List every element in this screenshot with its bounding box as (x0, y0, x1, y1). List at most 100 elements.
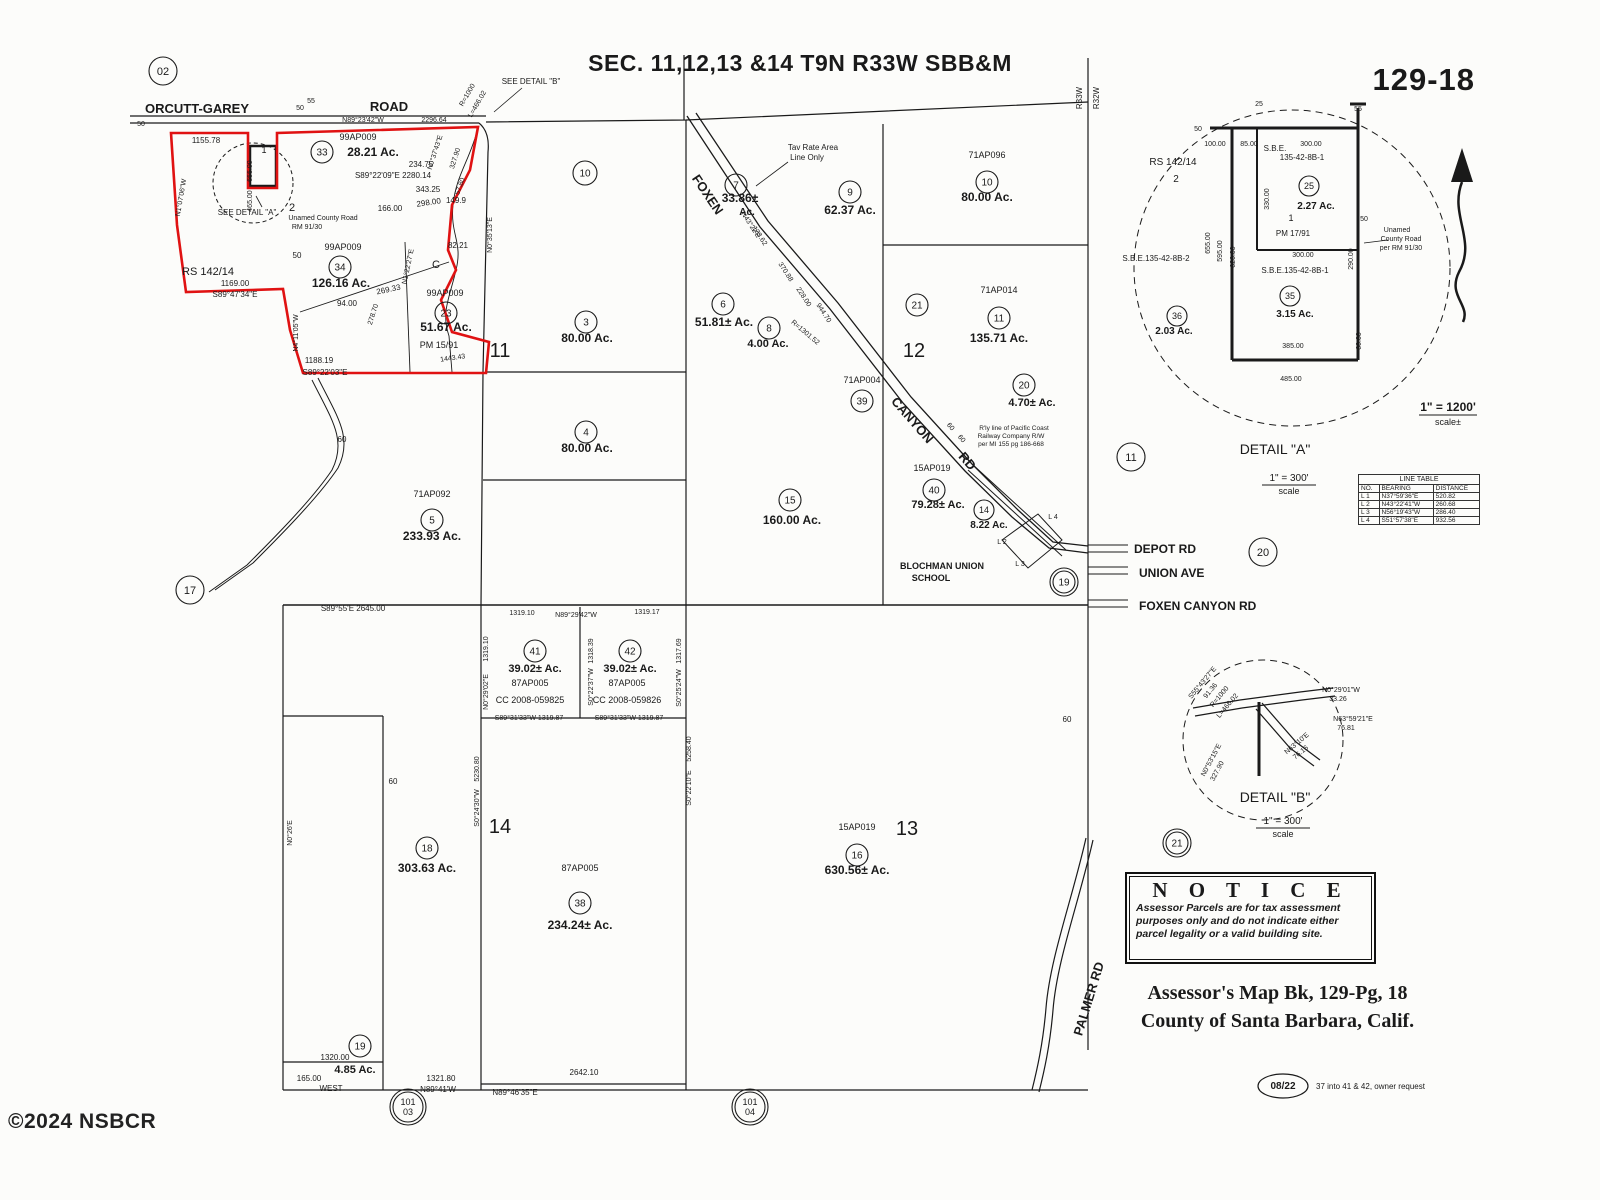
map-label: 82.21 (448, 241, 469, 250)
map-label: 71AP092 (413, 489, 450, 499)
map-label: R'ly line of Pacific Coast (979, 425, 1049, 432)
line-table-cell: L 4 (1358, 516, 1380, 525)
map-label: 135-42-8B-1 (1280, 153, 1325, 162)
scale-underlines (1256, 414, 1477, 829)
section-label-14: 14 (489, 816, 511, 838)
map-label: N1°22'27"E (400, 248, 415, 285)
county-line: County of Santa Barbara, Calif. (1140, 1010, 1415, 1032)
map-label: 60 (945, 422, 955, 433)
parcel-number: 15 (784, 496, 796, 507)
north-arrow (1451, 148, 1473, 323)
map-label: 1319.17 (634, 609, 659, 616)
parcel-circle-17: 17 (175, 575, 205, 605)
map-label: 330.00 (1264, 188, 1271, 210)
map-label: 1169.00 (221, 279, 250, 288)
map-label: Unamed (1384, 227, 1411, 234)
parcel-circle-42: 42 (618, 639, 642, 663)
map-label: 87AP005 (511, 678, 548, 688)
map-label: 1443.43 (440, 353, 466, 363)
map-label: L 4 (1048, 514, 1058, 521)
inner-parcel-boundaries (299, 127, 479, 373)
map-label: RS 142/14 (182, 266, 234, 278)
line-table-cell: N56°19'43"W (1378, 508, 1434, 517)
map-label: N89°46'35"E (492, 1088, 537, 1097)
map-label: N0°37'43"E (426, 134, 445, 171)
line-table-header-cell: BEARING (1378, 484, 1434, 493)
notice-box: N O T I C E Assessor Parcels are for tax… (1125, 872, 1376, 964)
parcel-circle-4: 4 (574, 420, 598, 444)
map-label: 160.00 Ac. (763, 513, 821, 527)
map-label: 87AP005 (561, 863, 598, 873)
map-label: 39.02± Ac. (508, 663, 561, 675)
road-label-road: ROAD (370, 99, 408, 114)
map-label: 28.21 Ac. (347, 145, 399, 159)
parcel-number: 34 (334, 263, 346, 274)
map-label: S.B.E.135-42-8B-1 (1261, 266, 1329, 275)
map-label: S0°22'10"E (685, 770, 693, 806)
map-label: 278.70 (367, 303, 380, 326)
map-label: 303.63 Ac. (398, 861, 456, 875)
road-label-union-ave: UNION AVE (1139, 566, 1204, 580)
revision-date: 08/22 (1270, 1081, 1295, 1092)
parcel-number: 19 (1058, 578, 1070, 589)
parcel-circle-14: 14 (973, 499, 995, 521)
map-label: WEST (319, 1084, 342, 1093)
parcel-number: 17 (184, 585, 196, 597)
map-label: 1 (261, 145, 266, 155)
map-label: 5258.40 (686, 736, 693, 761)
map-label: 8.22 Ac. (970, 520, 1008, 531)
parcel-circle-8: 8 (757, 316, 781, 340)
parcel-number: 19 (354, 1042, 366, 1053)
parcel-circle-10: 10 (975, 170, 999, 194)
railway-and-school-site (967, 463, 1067, 569)
map-label: S0°24'30"W (473, 789, 481, 827)
parcel-circle-21: 21 (1162, 828, 1192, 858)
parcel-circle-9: 9 (838, 180, 862, 204)
map-label: 15AP019 (838, 822, 875, 832)
map-label: 1319.10 (483, 636, 490, 661)
map-label: Unamed County Road (288, 215, 357, 222)
map-label: 595.00 (1217, 240, 1224, 262)
map-label: 80.00 Ac. (961, 190, 1013, 204)
map-label: 94.00 (337, 299, 358, 308)
parcel-number: 18 (421, 844, 433, 855)
parcel-number: 10 (981, 178, 993, 189)
parcel-number: 35 (1285, 291, 1295, 301)
map-label: 1" = 300' (1263, 816, 1302, 827)
road-label-foxen-canyon-rd: FOXEN CANYON RD (1139, 599, 1257, 613)
line-table-cell: 932.56 (1432, 516, 1481, 525)
map-label: scale (1272, 829, 1293, 839)
map-label: 39.02± Ac. (603, 663, 656, 675)
map-label: S89°22'03"E (303, 368, 348, 377)
map-label: 1155.78 (192, 136, 221, 145)
map-label: 50 (293, 251, 302, 260)
map-label: S0°22'37"W (587, 668, 595, 706)
parcel-circle-6: 6 (711, 292, 735, 316)
road-stubs (1088, 544, 1128, 608)
map-label: Ac. (739, 207, 755, 218)
parcel-circle-5: 5 (420, 508, 444, 532)
line-table-cell: L 3 (1358, 508, 1380, 517)
detail-b-title: DETAIL "B" (1240, 789, 1311, 805)
parcel-circle-39: 39 (850, 389, 874, 413)
map-label: S89°31'33"W 1319.87 (595, 714, 664, 722)
section-label-12: 12 (903, 340, 925, 362)
parcel-circle-16: 16 (845, 843, 869, 867)
map-label: 620.00 (1230, 246, 1237, 268)
map-label: 465.00 (247, 190, 254, 212)
map-label: 55 (1354, 106, 1362, 113)
section-linework (130, 55, 1089, 1091)
section-label-11: 11 (490, 340, 511, 362)
map-label: R32W (1092, 86, 1101, 109)
line-table-header-cell: DISTANCE (1432, 484, 1481, 493)
parcel-number: 20 (1257, 547, 1269, 559)
map-label: 60 (956, 434, 966, 445)
parcel-number: 8 (766, 324, 772, 335)
parcel-circle-41: 41 (523, 639, 547, 663)
map-label: CC 2008-059825 (496, 695, 565, 705)
